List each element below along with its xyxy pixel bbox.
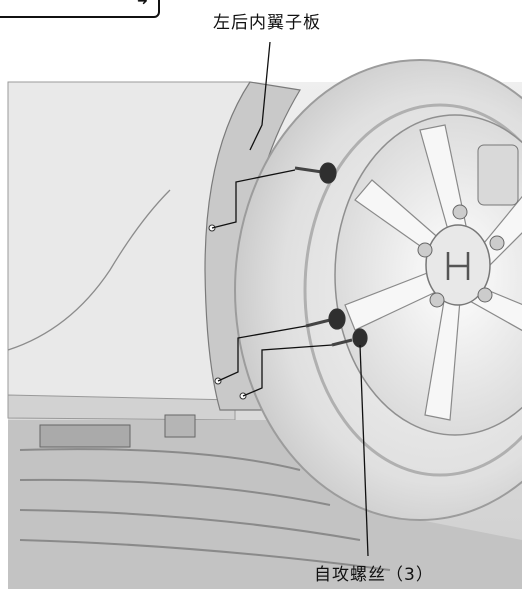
- screws-label: 自攻螺丝（3）: [314, 565, 434, 585]
- leader-screws-label: [359, 344, 369, 557]
- bracket-part-2: [164, 414, 196, 438]
- frame-corner: [0, 0, 160, 18]
- screw-middle: [305, 308, 346, 330]
- leader-upper-screw: [211, 169, 296, 229]
- underbody-ribs: [19, 448, 391, 571]
- leader-mid-screw: [217, 325, 307, 382]
- lug-nuts: [417, 204, 505, 308]
- inner-fender-label: 左后内翼子板: [213, 13, 321, 33]
- brake-caliper: [477, 144, 519, 206]
- underbody-floor: [8, 420, 522, 589]
- body-crease-line: [7, 189, 171, 351]
- leader-lines: [211, 41, 369, 557]
- leader-low-screw: [242, 344, 333, 397]
- screw-upper: [294, 162, 337, 184]
- screw-lower: [331, 328, 368, 348]
- honda-logo-icon: [446, 252, 470, 280]
- leader-inner-fender: [249, 41, 271, 151]
- arrow-right-icon: ➜: [137, 0, 148, 9]
- tire-inner-edge: [303, 103, 522, 477]
- bracket-part: [39, 424, 131, 448]
- rocker-panel: [7, 394, 236, 421]
